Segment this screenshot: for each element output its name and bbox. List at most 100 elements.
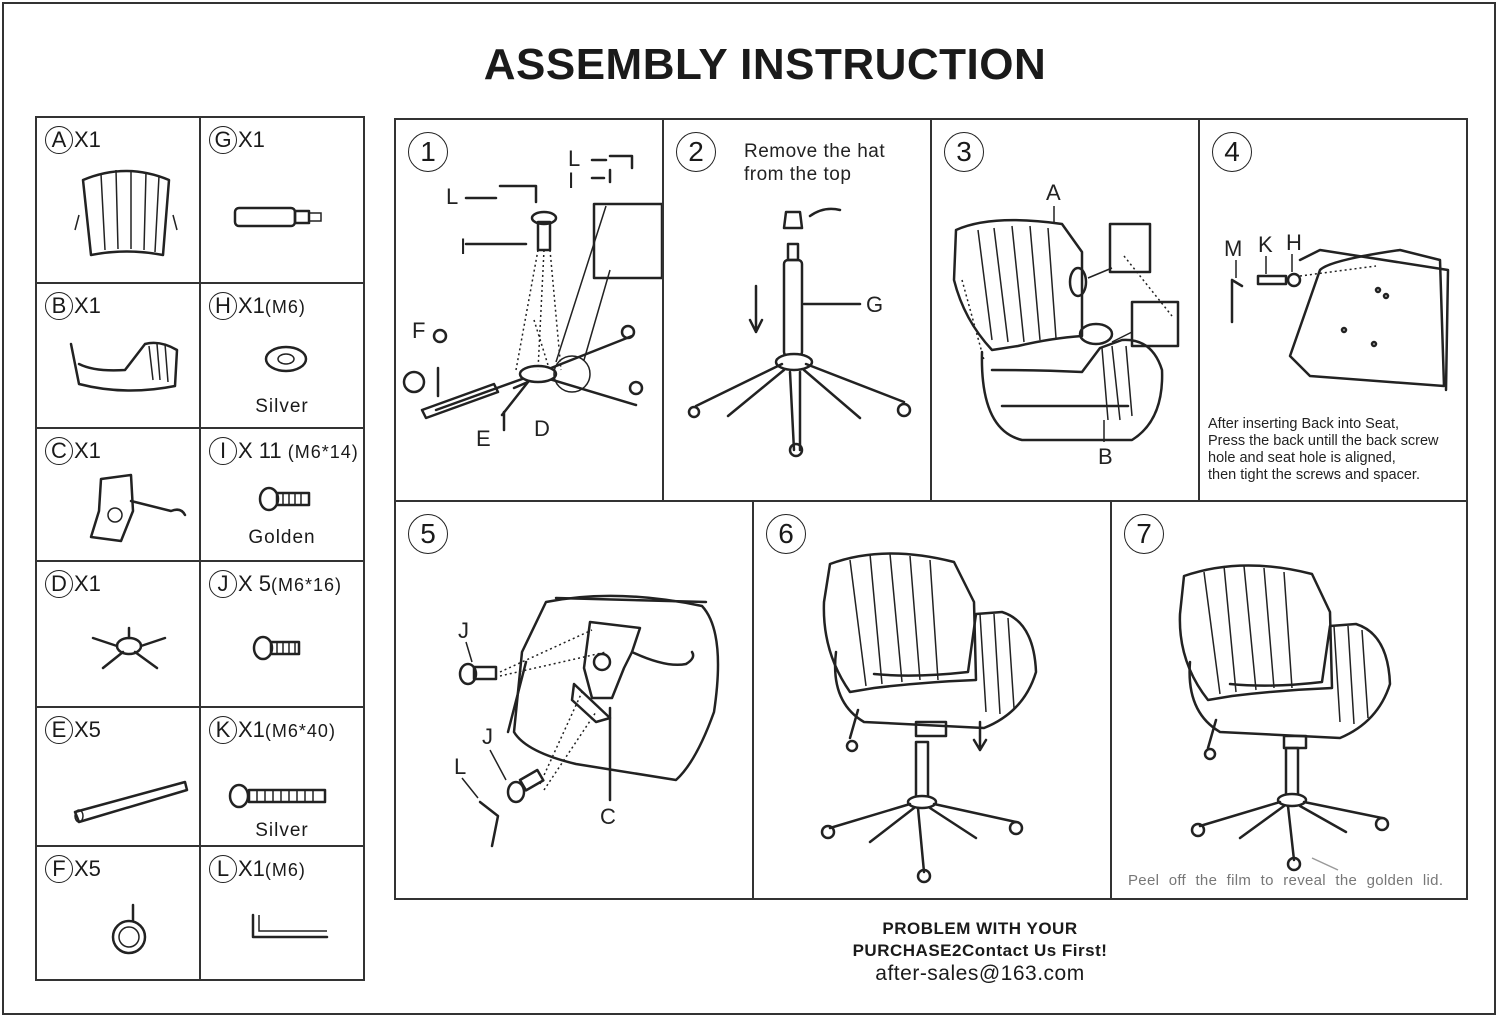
step-label: I — [568, 168, 574, 193]
step-3: 3 A B — [932, 120, 1200, 502]
step-number: 7 — [1124, 514, 1164, 554]
part-qty: X1 — [238, 293, 265, 318]
step-label: F — [412, 318, 425, 343]
part-letter: L — [209, 855, 237, 883]
step-1: 1 L I L I F E D — [396, 120, 664, 502]
part-qty: X 11 — [238, 438, 282, 463]
caster-icon — [111, 903, 147, 955]
part-letter: D — [45, 570, 73, 598]
part-finish: Silver — [255, 396, 309, 417]
part-letter: H — [209, 292, 237, 320]
part-spec: (M6*40) — [264, 721, 336, 741]
part-qty: X1 — [74, 127, 101, 152]
step-label: B — [1098, 444, 1113, 469]
gas-lift-icon — [233, 206, 322, 228]
support-footer: PROBLEM WITH YOUR PURCHASE2Contact Us Fi… — [700, 918, 1260, 986]
step-4-note: After inserting Back into Seat, Press th… — [1208, 416, 1439, 483]
step-number: 4 — [1212, 132, 1252, 172]
finished-chair-diagram — [1178, 564, 1392, 872]
base-leg-icon — [73, 780, 189, 824]
step-number: 5 — [408, 514, 448, 554]
part-letter: A — [45, 126, 73, 154]
step-7-note: Peel off the film to reveal the golden l… — [1128, 872, 1444, 889]
mechanism-icon — [89, 473, 187, 543]
step-label: H — [1286, 230, 1302, 255]
step-label: L — [446, 184, 458, 209]
part-letter: C — [45, 437, 73, 465]
base-hub-icon — [91, 626, 167, 670]
backrest-icon — [74, 169, 178, 257]
step-4: 4 M K H After inserting Back into Seat, … — [1200, 120, 1468, 502]
page-title: ASSEMBLY INSTRUCTION — [483, 40, 1047, 89]
step-label: C — [600, 804, 616, 829]
part-qty: X 5 — [238, 571, 272, 596]
part-qty: X1 — [238, 127, 265, 152]
step-2: 2 Remove the hat from the top G — [664, 120, 932, 502]
step-7: 7 — [1112, 502, 1468, 898]
footer-line-2: PURCHASE2Contact Us First! — [852, 941, 1108, 960]
part-qty: X1 — [74, 438, 101, 463]
part-qty: X1 — [74, 571, 101, 596]
bolt-icon — [258, 486, 311, 512]
part-letter: B — [45, 292, 73, 320]
bolt-icon — [252, 635, 301, 661]
part-spec: (M6) — [264, 297, 306, 317]
step-label: D — [534, 416, 550, 441]
step-6: 6 — [754, 502, 1112, 898]
step-label: G — [866, 292, 883, 317]
part-finish: Silver — [255, 820, 309, 841]
step-label: A — [1046, 180, 1061, 205]
step-label: L — [568, 146, 580, 171]
part-spec: (M6*16) — [271, 575, 343, 595]
support-email: after-sales@163.com — [875, 962, 1085, 985]
long-bolt-icon — [228, 783, 327, 809]
step-number: 1 — [408, 132, 448, 172]
part-qty: X1 — [74, 293, 101, 318]
part-qty: X5 — [74, 717, 101, 742]
step-label: L — [454, 754, 466, 779]
footer-line-1: PROBLEM WITH YOUR — [882, 919, 1078, 938]
part-letter: I — [209, 437, 237, 465]
part-qty: X1 — [238, 856, 265, 881]
part-spec: (M6*14) — [287, 442, 359, 462]
back-screw-diagram: M K H — [1224, 230, 1450, 392]
mechanism-diagram: J J L C — [454, 594, 720, 848]
step-label: M — [1224, 236, 1242, 261]
step-label: K — [1258, 232, 1273, 257]
step-number: 2 — [676, 132, 716, 172]
part-letter: E — [45, 716, 73, 744]
step-label: E — [476, 426, 491, 451]
step-number: 3 — [944, 132, 984, 172]
base-assembly-diagram: L I L I F E D — [402, 146, 662, 451]
step-label: J — [482, 724, 493, 749]
part-letter: J — [209, 570, 237, 598]
step-label: I — [460, 234, 466, 259]
step-instruction: Remove the hat — [744, 141, 886, 162]
part-letter: K — [209, 716, 237, 744]
back-to-seat-diagram: A B — [952, 180, 1180, 469]
step-number: 6 — [766, 514, 806, 554]
hex-key-icon — [251, 913, 329, 939]
gas-lift-diagram: G — [687, 207, 912, 458]
step-5: 5 J J L C — [396, 502, 754, 898]
part-qty: X1 — [238, 717, 265, 742]
part-qty: X5 — [74, 856, 101, 881]
part-spec: (M6) — [264, 860, 306, 880]
chair-assembly-diagram — [820, 552, 1038, 884]
part-letter: F — [45, 855, 73, 883]
part-letter: G — [209, 126, 237, 154]
washer-icon — [264, 345, 308, 373]
seat-icon — [69, 341, 179, 392]
